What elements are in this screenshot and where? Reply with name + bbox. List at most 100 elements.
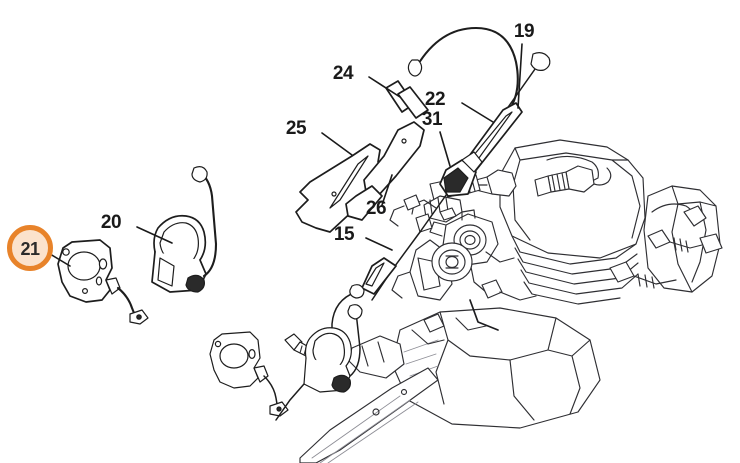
lower-terminal-eye (276, 406, 282, 412)
callout-labels: 19 20 22 24 25 26 31 15 (101, 21, 535, 245)
carb-stud-a (461, 209, 476, 221)
cylinder-cover (499, 139, 646, 259)
lower-bracket-wire (349, 311, 361, 377)
sprocket-cover-rib (361, 341, 385, 367)
heat-shield-hole (331, 191, 337, 197)
part-20-air-filter-bracket[interactable] (151, 166, 218, 293)
bolt-shaft-r3 (633, 275, 677, 285)
chassis-lug (683, 205, 707, 227)
plug-body-right (534, 175, 552, 197)
leader-15 (365, 237, 393, 251)
gasket-hole-d (81, 288, 88, 295)
part-25-heat-shield-plate[interactable] (295, 143, 391, 233)
highlight-circle-ring (7, 225, 53, 271)
leader-20 (136, 226, 173, 244)
gasket-hole-a (62, 248, 70, 256)
gasket-wire (116, 286, 138, 320)
gasket-hole-c (95, 276, 103, 286)
guide-bar-hole-1 (372, 408, 380, 416)
lower-housing-seam-1 (439, 311, 557, 361)
lower-gasket-wire (263, 375, 279, 411)
linkage-bottom-2 (455, 317, 487, 331)
venturi-inner (459, 230, 481, 250)
guide-bar-shade (311, 395, 419, 463)
highlighted-callout-21[interactable]: 21 (7, 225, 53, 271)
guide-bar-hole-2 (400, 388, 408, 396)
linkage-bottom-1 (411, 329, 445, 345)
callout-label-26[interactable]: 26 (366, 198, 387, 219)
clutch-drum (431, 242, 473, 282)
grommet-core (443, 167, 469, 193)
gasket-hole-b (98, 258, 108, 270)
clutch-slots (445, 255, 459, 269)
cover-seam-2 (512, 159, 531, 241)
linkage-bottom-3 (469, 299, 499, 331)
lower-bracket-boss (331, 374, 351, 393)
spark-plug-boot-left (486, 169, 517, 197)
throttle-rod-engine (499, 291, 537, 301)
lower-gasket-hole-a (214, 340, 222, 348)
lower-bracket-tail (275, 383, 305, 421)
guide-bar-plate (299, 367, 439, 463)
highlight-number-label: 21 (20, 239, 40, 259)
callout-label-22[interactable]: 22 (425, 89, 446, 110)
throttle-arm-1 (485, 251, 515, 263)
sleeve-pin-eyelet (349, 284, 365, 299)
leader-19 (517, 43, 523, 109)
filter-bracket-boss (185, 274, 205, 293)
throttle-pivot (481, 279, 503, 299)
callout-leaders (49, 43, 523, 267)
bolt-thread-r1 (673, 237, 689, 253)
lower-gasket-hole-b (248, 349, 256, 360)
leader-22 (461, 102, 494, 123)
lower-housing-seam-3 (509, 359, 535, 421)
sleeve-pin-highlight (365, 262, 385, 287)
grommet-collar (461, 151, 483, 173)
leader-25 (321, 132, 353, 156)
callout-label-19[interactable]: 19 (514, 21, 535, 42)
lower-bracket-wire-end (347, 304, 363, 320)
plug-thread-right (551, 172, 566, 192)
part-21-carburetor-gasket[interactable] (57, 239, 149, 325)
leader-31 (439, 131, 451, 167)
part-26-linkage-lever[interactable] (345, 121, 425, 221)
lower-housing-seam-5 (569, 355, 581, 415)
cable-nipple (530, 52, 551, 71)
cable-end-terminal (407, 59, 423, 77)
cooling-fin-4 (520, 269, 639, 295)
cover-handle (546, 155, 599, 183)
lower-gasket-bore (219, 343, 249, 369)
manifold-boot (415, 213, 433, 233)
accessory-block-2 (439, 207, 457, 221)
part-31-cable-grommet[interactable] (439, 151, 483, 197)
chassis-seam-2 (671, 203, 693, 293)
lower-filter-bracket[interactable] (275, 304, 363, 421)
cooling-fin-5 (523, 281, 621, 305)
lower-carburetor-gasket[interactable] (209, 331, 289, 417)
callout-label-31[interactable]: 31 (422, 109, 444, 130)
callout-label-20[interactable]: 20 (101, 212, 122, 233)
callout-label-15[interactable]: 15 (334, 224, 356, 245)
part-15-sleeve-pin[interactable] (331, 257, 397, 381)
gasket-tab (105, 277, 121, 295)
housing-plate-detail (417, 257, 441, 291)
linkage-lever-upper (363, 121, 425, 197)
filter-bracket-tab (157, 257, 175, 287)
chassis-seam-1 (671, 185, 717, 207)
venturi-bore (464, 234, 476, 246)
clutch-inner (438, 249, 466, 275)
linkage-lever-lower (345, 185, 383, 221)
callout-label-25[interactable]: 25 (286, 118, 308, 139)
lower-housing-seam-2 (435, 339, 449, 405)
accessory-link-2 (389, 205, 405, 227)
linkage-block-bottom (423, 313, 445, 333)
callout-label-24[interactable]: 24 (333, 63, 355, 84)
bolt-shaft-r1 (669, 241, 707, 249)
bolt-thread-r3 (637, 273, 655, 289)
leader-24 (368, 76, 401, 98)
bolt-head-r2 (699, 233, 723, 254)
engine-block-assembly[interactable] (299, 139, 723, 463)
cooling-fin-1 (511, 235, 637, 265)
